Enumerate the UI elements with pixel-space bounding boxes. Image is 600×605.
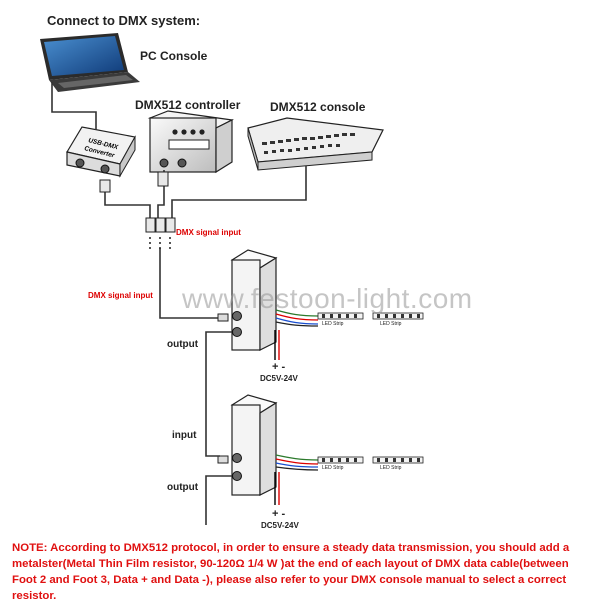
decoder2-input-label: input [172, 430, 197, 441]
strip-label: LED Strip [380, 465, 402, 471]
plug-icons [99, 171, 176, 233]
plug-pin-dots [149, 237, 171, 249]
dmx-cables [51, 82, 307, 319]
strip-label: LED Strip [322, 321, 344, 327]
rgb-wires [275, 309, 319, 471]
diagram-title: Connect to DMX system: [47, 13, 201, 28]
signal-input-label-left: DMX signal input [88, 291, 153, 300]
strip-label: LED Strip [322, 465, 344, 471]
chain-cables [205, 331, 232, 525]
decoder1-power-label: DC5V-24V [260, 374, 298, 383]
pc-console-label: PC Console [140, 49, 208, 63]
power-wires [274, 330, 280, 505]
strip-label: LED Strip [380, 321, 402, 327]
decoder2-output-label: output [167, 482, 199, 493]
decoder2-power-label: DC5V-24V [261, 521, 299, 530]
dmx512-controller-icon [147, 110, 234, 174]
controller-label: DMX512 controller [135, 98, 241, 112]
console-label: DMX512 console [270, 100, 366, 114]
dmx-decoder-1 [217, 249, 278, 351]
resistor-note: NOTE: According to DMX512 protocol, in o… [12, 542, 570, 602]
decoder2-polarity: + - [272, 508, 286, 520]
laptop-icon [40, 33, 140, 92]
usb-dmx-converter-icon: USB-DMX Converter [66, 126, 136, 178]
led-strip-icons [317, 312, 424, 464]
signal-input-label-upper: DMX signal input [176, 228, 241, 237]
decoder1-polarity: + - [272, 361, 286, 373]
decoder1-output-label: output [167, 339, 199, 350]
dmx512-console-icon [247, 117, 384, 171]
dmx-decoder-2 [217, 394, 278, 496]
watermark: www.festoon-light.com [182, 283, 473, 314]
